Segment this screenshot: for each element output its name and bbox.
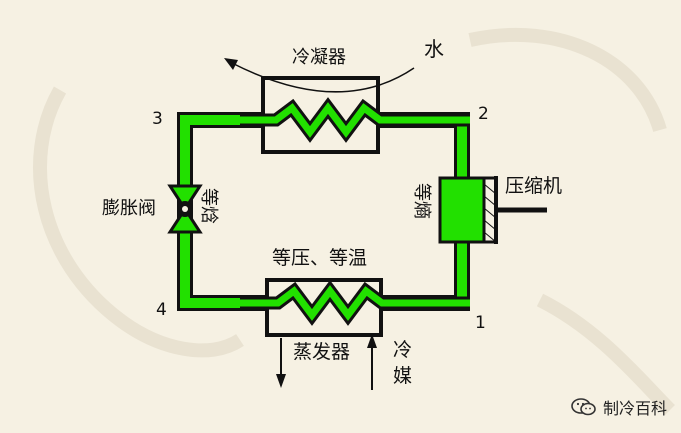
wechat-icon (571, 398, 596, 416)
isentropic-label: 等熵 (411, 183, 432, 219)
expansion-valve (167, 184, 203, 234)
expansion-valve-label: 膨胀阀 (102, 198, 156, 219)
condenser-label: 冷凝器 (292, 47, 346, 68)
refrigerant-medium-label: 冷 媒 (393, 339, 418, 387)
isobaric-isothermal-label: 等压、等温 (272, 247, 367, 269)
refrigerant-medium-char-2: 媒 (393, 365, 412, 387)
isenthalpic-label: 等焓 (198, 188, 219, 224)
coolant-out-arrow (276, 338, 286, 388)
state-point-3: 3 (152, 109, 163, 129)
state-point-2: 2 (478, 104, 489, 124)
evaporator-label: 蒸发器 (293, 341, 350, 363)
state-point-4: 4 (156, 300, 167, 320)
watermark: 制冷百科 (571, 395, 667, 419)
refrigerant-medium-char-1: 冷 (393, 339, 412, 361)
state-point-1: 1 (475, 313, 486, 333)
compressor-label: 压缩机 (505, 175, 562, 197)
water-label: 水 (424, 37, 444, 61)
condenser (240, 76, 470, 154)
water-flow-arrow (224, 58, 415, 93)
watermark-text: 制冷百科 (602, 399, 667, 418)
coolant-in-arrow (367, 334, 377, 390)
compressor (438, 176, 547, 244)
evaporator (240, 278, 470, 337)
background-ornament (33, 27, 675, 415)
